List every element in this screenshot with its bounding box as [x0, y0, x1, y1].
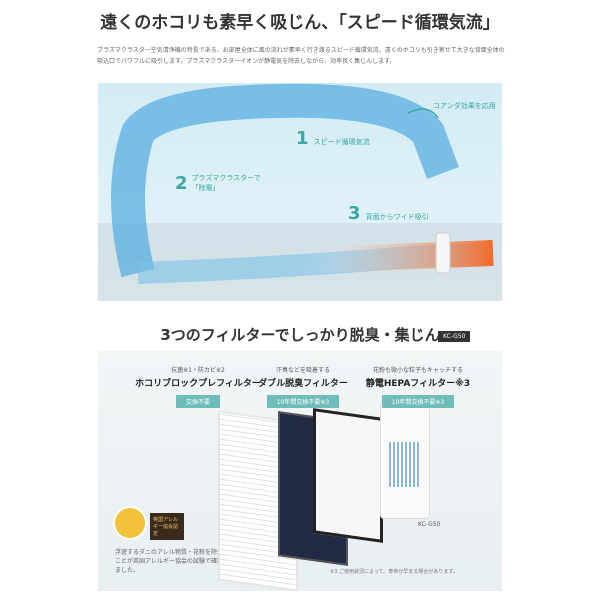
filter-deodorize: 汗臭などを吸着する ダブル脱臭フィルター 10年間交換不要※3 — [258, 367, 348, 408]
filters-section: 抗菌※1・防カビ※2 ホコリブロックプレフィルター 交換不要 汗臭などを吸着する… — [98, 351, 502, 592]
filter-hepa: 花粉も微小な粒子もキャッチする 静電HEPAフィルター※3 10年間交換不要※3 — [365, 367, 471, 408]
product-label: KC-G50 — [418, 521, 441, 528]
filter-badge: 10年間交換不要※3 — [381, 395, 455, 408]
purifier-image — [380, 401, 430, 519]
purifier-icon — [435, 232, 451, 274]
allergy-note: 浮遊するダニのアレル物質・花粉を除去することが英国アレルギー協会の試験で確認され… — [115, 549, 236, 574]
filter-badge: 10年間交換不要※3 — [266, 395, 340, 408]
model-badge: KC-G50 — [438, 331, 471, 342]
section-subtitle: 3つのフィルターでしっかり脱臭・集じん — [160, 326, 440, 344]
step-3: 3 背面からワイド吸引 — [348, 203, 429, 224]
step-1: 1 スピード循環気流 — [296, 128, 370, 149]
filter-badge: 交換不要 — [175, 395, 220, 408]
filter-pre: 抗菌※1・防カビ※2 ホコリブロックプレフィルター 交換不要 — [135, 367, 261, 408]
hepa-filter-image — [313, 408, 383, 543]
page-title: 遠くのホコリも素早く吸じん、「スピード循環気流」 — [100, 13, 500, 33]
allergy-seal-icon — [113, 506, 147, 540]
seal-text: 英国アレルギー協会認定 — [150, 513, 184, 540]
footnote: ※3 ご使用状況によって、寿命が早まる場合があります。 — [330, 569, 458, 575]
intro-text: プラズマクラスター空気清浄機の特長である、お部屋全体に風の流れが素早く行き渡るス… — [97, 47, 505, 65]
airflow-loop — [98, 83, 502, 301]
coanda-label: コアンダ効果を応用 — [433, 102, 496, 110]
